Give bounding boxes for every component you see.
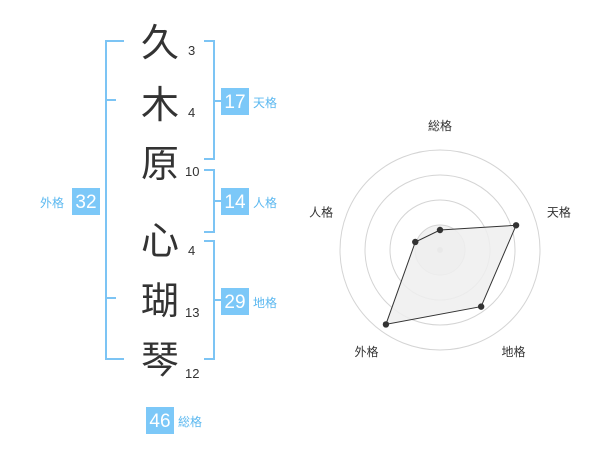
- name-characters: 久 木 原 心 瑚 琴: [141, 21, 179, 382]
- tenkaku-value: 17: [224, 92, 245, 113]
- jinkaku-bracket: [204, 169, 222, 233]
- gaikaku-label: 外格: [40, 195, 64, 210]
- radar-point-1: [436, 226, 444, 234]
- jinkaku-badge-bg: [221, 188, 249, 215]
- tenkaku-badge: 17 天格: [221, 88, 277, 115]
- radar-axis-label-2: 天格: [547, 204, 571, 219]
- gaikaku-badge: 外格 32: [40, 188, 100, 215]
- stroke-count-2: 4: [188, 105, 195, 120]
- jinkaku-label: 人格: [253, 195, 277, 210]
- name-char-6: 琴: [141, 338, 179, 382]
- gaikaku-badge-bg: [72, 188, 100, 215]
- soukaku-badge: 46 総格: [146, 407, 202, 434]
- radar-area: [385, 224, 517, 326]
- stroke-count-1: 3: [188, 43, 195, 58]
- tenkaku-label: 天格: [253, 95, 277, 110]
- chikaku-label: 地格: [253, 295, 277, 310]
- radar-points: [382, 222, 520, 328]
- gaikaku-value: 32: [75, 192, 96, 213]
- soukaku-badge-bg: [146, 407, 174, 434]
- name-char-3: 原: [141, 142, 179, 186]
- gaikaku-bracket: [105, 40, 124, 360]
- stroke-count-3: 10: [185, 164, 199, 179]
- tenkaku-badge-bg: [221, 88, 249, 115]
- radar-point-5: [412, 238, 419, 246]
- chikaku-badge: 29 地格: [221, 288, 277, 315]
- soukaku-value: 46: [149, 411, 170, 432]
- chikaku-value: 29: [224, 292, 245, 313]
- radar-axis-label-3: 地格: [501, 344, 525, 359]
- radar-point-2: [512, 222, 520, 229]
- name-char-2: 木: [141, 83, 179, 127]
- radar-ring-3: [364, 174, 516, 326]
- radar-axis-label-1: 総格: [428, 118, 452, 133]
- stroke-count-5: 13: [185, 305, 199, 320]
- radar-ring-4: [339, 149, 541, 351]
- stroke-count-6: 12: [185, 366, 199, 381]
- name-char-5: 瑚: [141, 279, 179, 323]
- jinkaku-badge: 14 人格: [221, 188, 277, 215]
- radar-point-4: [382, 321, 390, 328]
- chikaku-bracket: [204, 240, 222, 360]
- radar-axis-label-4: 外格: [354, 344, 378, 359]
- stroke-counts: 3 4 10 4 13 12: [185, 43, 199, 381]
- radar-axis-label-5: 人格: [309, 204, 333, 219]
- name-char-4: 心: [141, 219, 179, 263]
- radar-point-3: [477, 303, 485, 310]
- tenkaku-bracket: [204, 40, 222, 160]
- soukaku-label: 総格: [178, 414, 202, 429]
- name-char-1: 久: [141, 21, 179, 65]
- jinkaku-value: 14: [224, 192, 246, 213]
- chikaku-badge-bg: [221, 288, 249, 315]
- stroke-count-4: 4: [188, 243, 195, 258]
